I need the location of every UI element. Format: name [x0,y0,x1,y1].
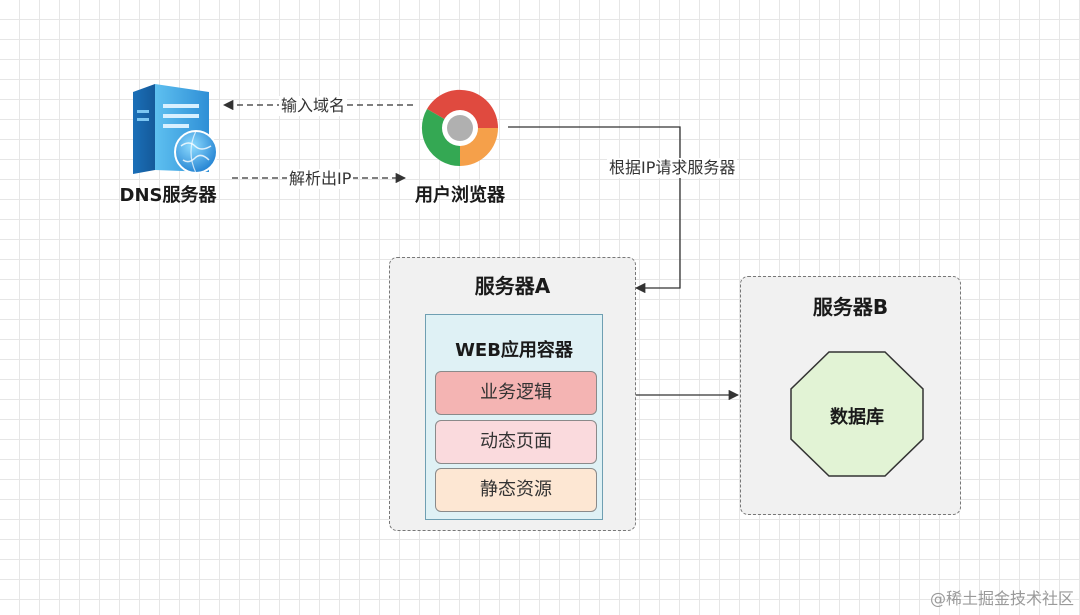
watermark: @稀土掘金技术社区 [929,589,1074,608]
database-label: 数据库 [830,407,884,428]
edge-request-server [508,126,681,294]
web-container-box[interactable]: WEB应用容器 业务逻辑 动态页面 静态资源 [425,314,603,520]
layer-business-logic[interactable]: 业务逻辑 [435,371,597,415]
database-octagon[interactable] [789,351,925,477]
browser-node[interactable] [416,84,504,172]
edge-label-request-server: 根据IP请求服务器 [607,158,738,178]
edge-label-resolve-ip: 解析出IP [287,169,354,189]
layer-dynamic-pages[interactable]: 动态页面 [435,420,597,464]
dns-server-label: DNS服务器 [119,185,217,206]
server-a-title: 服务器A [474,274,551,298]
server-b-title: 服务器B [812,295,889,319]
dns-server-node[interactable] [125,82,221,178]
server-a-box[interactable]: 服务器A WEB应用容器 业务逻辑 动态页面 静态资源 [389,257,636,531]
dns-server-globe-icon [133,84,218,174]
server-b-box[interactable]: 服务器B 数据库 [740,276,961,515]
edge-label-input-domain: 输入域名 [279,96,348,116]
layer-static-resources[interactable]: 静态资源 [435,468,597,512]
chrome-browser-icon [421,89,499,167]
browser-label: 用户浏览器 [415,185,505,206]
web-container-title: WEB应用容器 [455,340,573,361]
